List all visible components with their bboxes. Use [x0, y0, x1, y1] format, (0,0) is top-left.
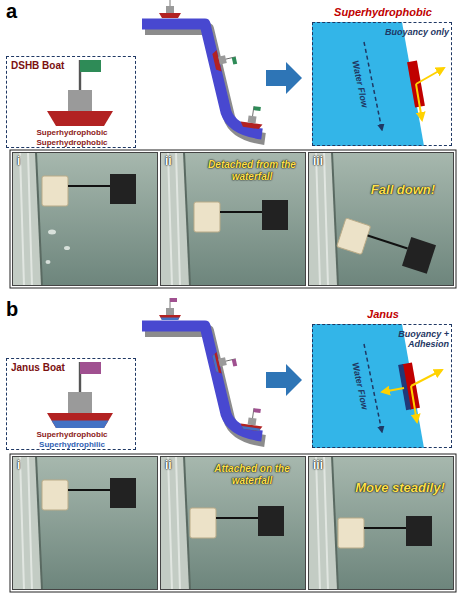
box-text: Detached from the waterfall	[201, 159, 303, 182]
box-heading: i	[17, 155, 47, 169]
box-heading: iii	[313, 459, 343, 473]
waterfall-model	[142, 0, 265, 139]
force-inset-box: SuperhydrophobicBuoyancy onlyWater Flow	[312, 22, 452, 146]
photo-strip	[10, 150, 456, 288]
photo-panel: i	[12, 152, 158, 286]
box-heading: Janus Boat	[11, 362, 121, 374]
box-text: Attached on the waterfall	[201, 463, 303, 486]
force-sketch	[312, 22, 452, 146]
box-text: Water Flow	[348, 49, 373, 120]
photo-panel: iiiMove steadily!	[308, 456, 454, 590]
box-text: Water Flow	[348, 351, 373, 422]
photo-panel: ii Detached from the waterfall	[160, 152, 306, 286]
box-text: Superhydrophobic	[7, 138, 137, 147]
boat-inset-box: Janus BoatSuperhydrophobicSuperhydrophil…	[6, 358, 136, 450]
box-heading: ii	[165, 155, 195, 169]
box-heading: i	[17, 459, 47, 473]
block-arrow	[266, 62, 302, 94]
box-heading: iii	[313, 155, 343, 169]
box-text: Buoyancy + Adhesion	[373, 329, 449, 350]
box-text: Superhydrophobic	[7, 430, 137, 439]
photo-panel: iiiFall down!	[308, 152, 454, 286]
box-heading: Superhydrophobic	[313, 6, 453, 19]
box-text: Buoyancy only	[373, 27, 449, 37]
box-text: Fall down!	[355, 183, 451, 198]
force-sketch	[312, 324, 452, 448]
block-arrow	[266, 364, 302, 396]
box-text: Superhydrophobic	[7, 128, 137, 137]
box-text: Superhydrophilic	[7, 440, 137, 449]
photo-panel: i	[12, 456, 158, 590]
photo-panel: ii Attached on the waterfall	[160, 456, 306, 590]
box-heading: DSHB Boat	[11, 60, 121, 72]
photo-strip	[10, 454, 456, 592]
waterfall-model	[142, 298, 265, 441]
box-heading: Janus	[313, 308, 453, 321]
box-text: Move steadily!	[349, 481, 451, 496]
panel-letter: b	[6, 298, 18, 321]
box-heading: ii	[165, 459, 195, 473]
boat-inset-box: DSHB BoatSuperhydrophobicSuperhydrophobi…	[6, 56, 136, 148]
panel-letter: a	[6, 0, 17, 23]
force-inset-box: JanusBuoyancy + AdhesionWater Flow	[312, 324, 452, 448]
